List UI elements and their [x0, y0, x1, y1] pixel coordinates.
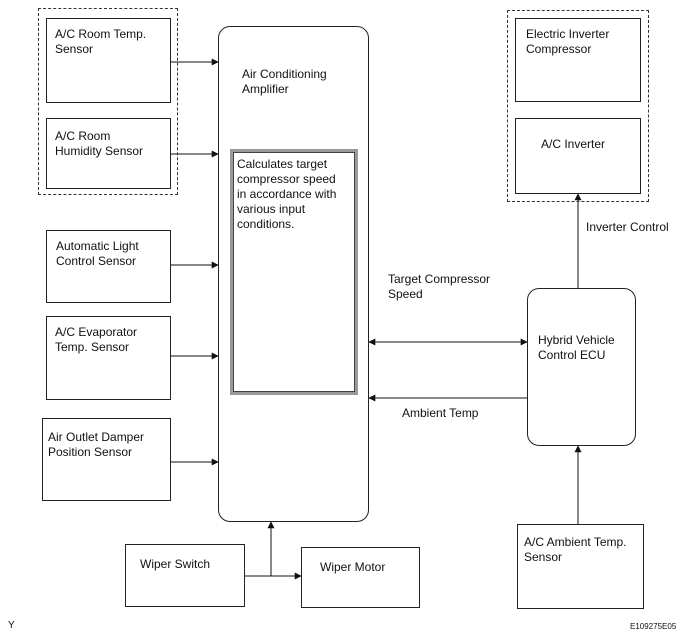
calculation-box: Calculates target compressor speed in ac… — [230, 149, 358, 395]
ambient-temp-sensor-box: A/C Ambient Temp. Sensor — [517, 524, 644, 609]
wiper-motor-box: Wiper Motor — [301, 547, 420, 608]
left-mark: Y — [8, 620, 15, 631]
wiper-switch-label: Wiper Switch — [140, 557, 211, 571]
ac-inverter-box: A/C Inverter — [515, 118, 641, 194]
damper-sensor-box: Air Outlet Damper Position Sensor — [42, 418, 171, 501]
hybrid-vehicle-control-ecu: Hybrid Vehicle Control ECU — [527, 288, 636, 446]
wiper-switch-box: Wiper Switch — [125, 544, 245, 607]
evaporator-sensor-box: A/C Evaporator Temp. Sensor — [46, 316, 171, 400]
room-temp-sensor-box: A/C Room Temp. Sensor — [46, 18, 171, 103]
damper-sensor-label: Air Outlet Damper Position Sensor — [48, 430, 145, 459]
amplifier-title: Air Conditioning Amplifier — [242, 67, 327, 96]
figure-id: E109275E05 — [630, 622, 677, 631]
electric-inverter-compressor-label: Electric Inverter Compressor — [526, 27, 610, 56]
calculation-text: Calculates target compressor speed in ac… — [237, 157, 337, 231]
target-speed-label: Target Compressor Speed — [388, 272, 491, 301]
auto-light-sensor-label: Automatic Light Control Sensor — [56, 239, 139, 268]
ac-inverter-label: A/C Inverter — [541, 137, 606, 151]
inverter-control-label: Inverter Control — [586, 220, 669, 234]
compressor-group — [507, 10, 649, 202]
room-humidity-sensor-box: A/C Room Humidity Sensor — [46, 118, 171, 189]
ambient-temp-sensor-label: A/C Ambient Temp. Sensor — [524, 535, 627, 564]
evaporator-sensor-label: A/C Evaporator Temp. Sensor — [55, 325, 138, 354]
ambient-temp-signal-label: Ambient Temp — [402, 406, 479, 420]
electric-inverter-compressor-box: Electric Inverter Compressor — [515, 18, 641, 102]
auto-light-sensor-box: Automatic Light Control Sensor — [46, 230, 171, 303]
ecu-label: Hybrid Vehicle Control ECU — [538, 333, 615, 362]
wiper-motor-label: Wiper Motor — [320, 560, 386, 574]
room-sensor-group — [38, 8, 178, 195]
room-temp-sensor-label: A/C Room Temp. Sensor — [55, 27, 147, 56]
room-humidity-sensor-label: A/C Room Humidity Sensor — [55, 129, 144, 158]
